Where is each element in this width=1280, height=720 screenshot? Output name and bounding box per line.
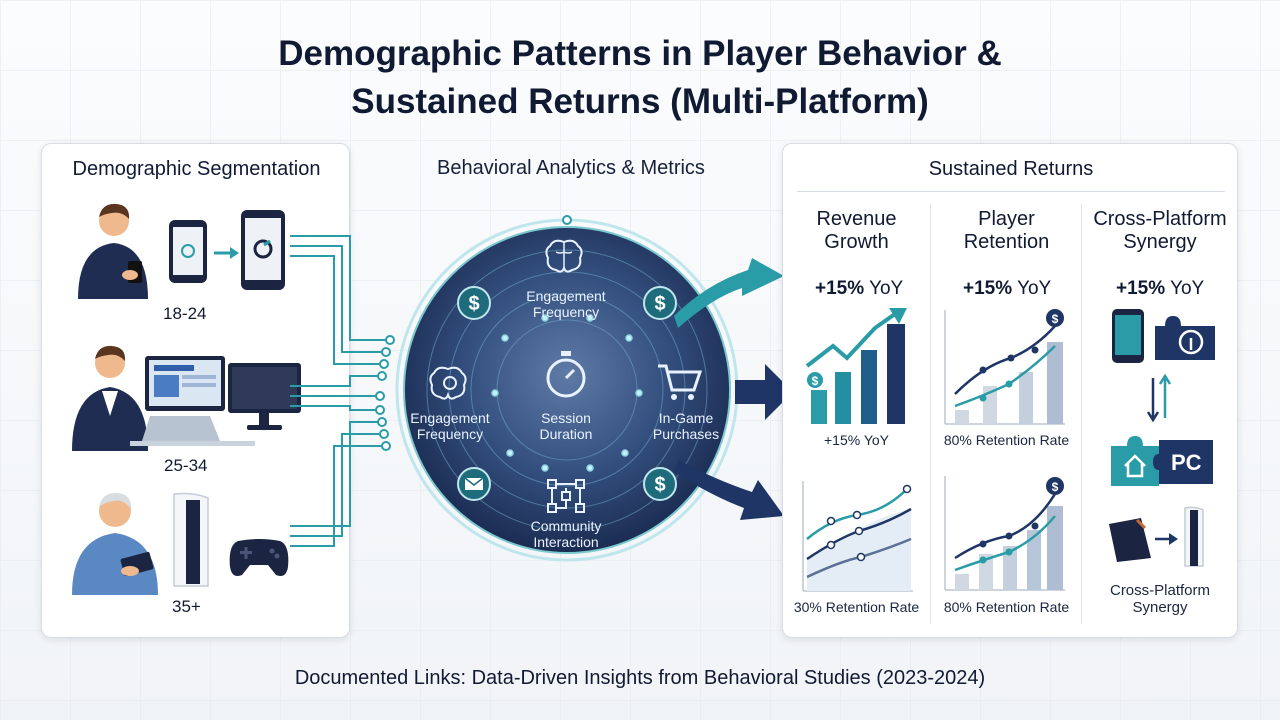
dollar-coin-icon-left: $ [457,286,491,320]
retention-metric: +15% YoY [963,278,1052,299]
console-device-icon [1184,506,1204,567]
arrow-to-returns-bottom [674,460,784,520]
retention-chart-icon-bottom: $ [944,476,1065,591]
adult-player-illustration [72,345,255,451]
svg-text:$: $ [812,374,819,388]
revenue-metric: +15% YoY [815,278,904,299]
column-divider [930,204,931,624]
revenue-bar-chart-icon: $ [805,308,907,424]
phone-device-icon [1112,309,1144,363]
demographic-segmentation-panel: Demographic Segmentation 18-24 [41,143,350,638]
handheld-device-icon [1109,518,1151,562]
arrow-to-returns-top [674,258,784,328]
pc-label: PC [1171,450,1202,475]
retention-caption-bottom: 80% Retention Rate [943,599,1070,615]
mail-coin-icon [457,467,491,501]
smartphone-icon [169,220,207,283]
svg-text:$: $ [654,474,665,496]
connector-lines [290,235,395,547]
svg-text:$: $ [468,293,479,315]
puzzle-touch-icon [1155,316,1215,360]
arrow-right-icon [214,247,239,259]
svg-text:$: $ [1052,312,1059,326]
analytics-heading: Behavioral Analytics & Metrics [437,157,705,179]
age-label-18-24: 18-24 [163,304,207,323]
network-icon [547,479,585,513]
synergy-metric: +15% YoY [1116,278,1205,299]
brain-gear-icon [429,366,467,400]
revenue-caption-top: +15% YoY [823,432,889,448]
arrow-right-small-icon [1155,533,1178,545]
arrow-to-returns-middle [735,364,793,420]
dollar-coin-icon-bottom: $ [643,467,677,501]
retention-caption-top: 80% Retention Rate [943,432,1070,448]
cart-icon [658,364,703,400]
sync-arrows-icon [1146,373,1172,423]
footer-note: Documented Links: Data-Driven Insights f… [294,667,986,689]
page-title: Demographic Patterns in Player Behavior … [278,34,1002,121]
age-label-35-plus: 35+ [172,597,201,616]
gamepad-icon [229,539,289,576]
older-player-illustration [72,492,158,595]
returns-heading: Sustained Returns [928,158,1094,180]
retention-chart-icon-top: $ [944,309,1065,425]
tablet-icon [241,210,285,290]
svg-text:$: $ [654,293,665,315]
svg-text:$: $ [1052,480,1059,494]
stopwatch-icon [546,351,586,398]
age-label-25-34: 25-34 [164,456,208,475]
home-puzzle-icon [1111,436,1167,486]
revenue-line-chart-icon [802,481,913,592]
pc-puzzle-icon [1153,440,1213,484]
segmentation-heading: Demographic Segmentation [72,158,321,180]
returns-heading-divider [797,191,1225,192]
revenue-caption-bottom: 30% Retention Rate [793,599,920,615]
dollar-coin-icon-right: $ [643,286,677,320]
desktop-monitor-icon [228,363,301,430]
brain-icon [545,239,583,273]
game-console-icon [173,492,209,587]
column-divider [1081,204,1082,624]
young-player-illustration [78,203,148,299]
